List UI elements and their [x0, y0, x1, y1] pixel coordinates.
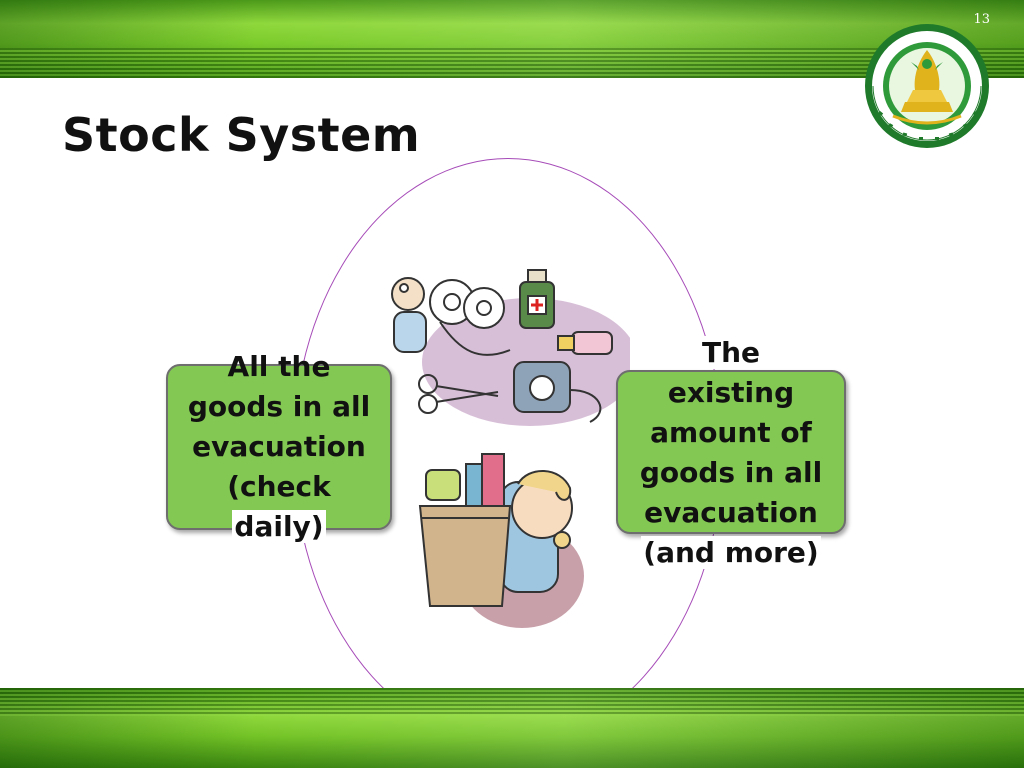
text-line: amount of	[650, 416, 812, 449]
medical-supplies-clipart	[391, 269, 630, 426]
ministry-seal-logo	[865, 24, 989, 148]
daily-check-text: All the goods in all evacuation (check d…	[176, 347, 382, 547]
existing-amount-text: The existing amount of goods in all evac…	[616, 333, 846, 573]
text-line-highlight: The	[699, 336, 763, 369]
slide-title: Stock System	[62, 108, 421, 162]
text-line-highlight: (and more)	[641, 536, 821, 569]
text-line: goods in all	[187, 390, 371, 423]
header-band-glow	[0, 0, 1024, 78]
header-band-stripes	[0, 48, 1024, 78]
text-line-last: daily)	[176, 507, 382, 547]
text-line-first: The	[616, 333, 846, 373]
text-line-last: (and more)	[616, 533, 846, 573]
page-number: 13	[973, 12, 990, 27]
text-line: goods in all	[639, 456, 823, 489]
text-line-highlight: daily)	[232, 510, 326, 543]
footer-band-glow	[0, 688, 1024, 768]
footer-band-stripes	[0, 688, 1024, 716]
text-line: evacuation	[644, 496, 818, 529]
daily-check-box	[166, 364, 392, 530]
text-line: existing	[667, 376, 795, 409]
text-line: evacuation	[192, 430, 366, 463]
footer-band	[0, 688, 1024, 768]
existing-amount-box	[616, 370, 846, 534]
groceries-bag-clipart	[418, 453, 584, 628]
header-band	[0, 0, 1024, 78]
text-line: (check	[227, 470, 331, 503]
text-line: All the	[227, 350, 331, 383]
